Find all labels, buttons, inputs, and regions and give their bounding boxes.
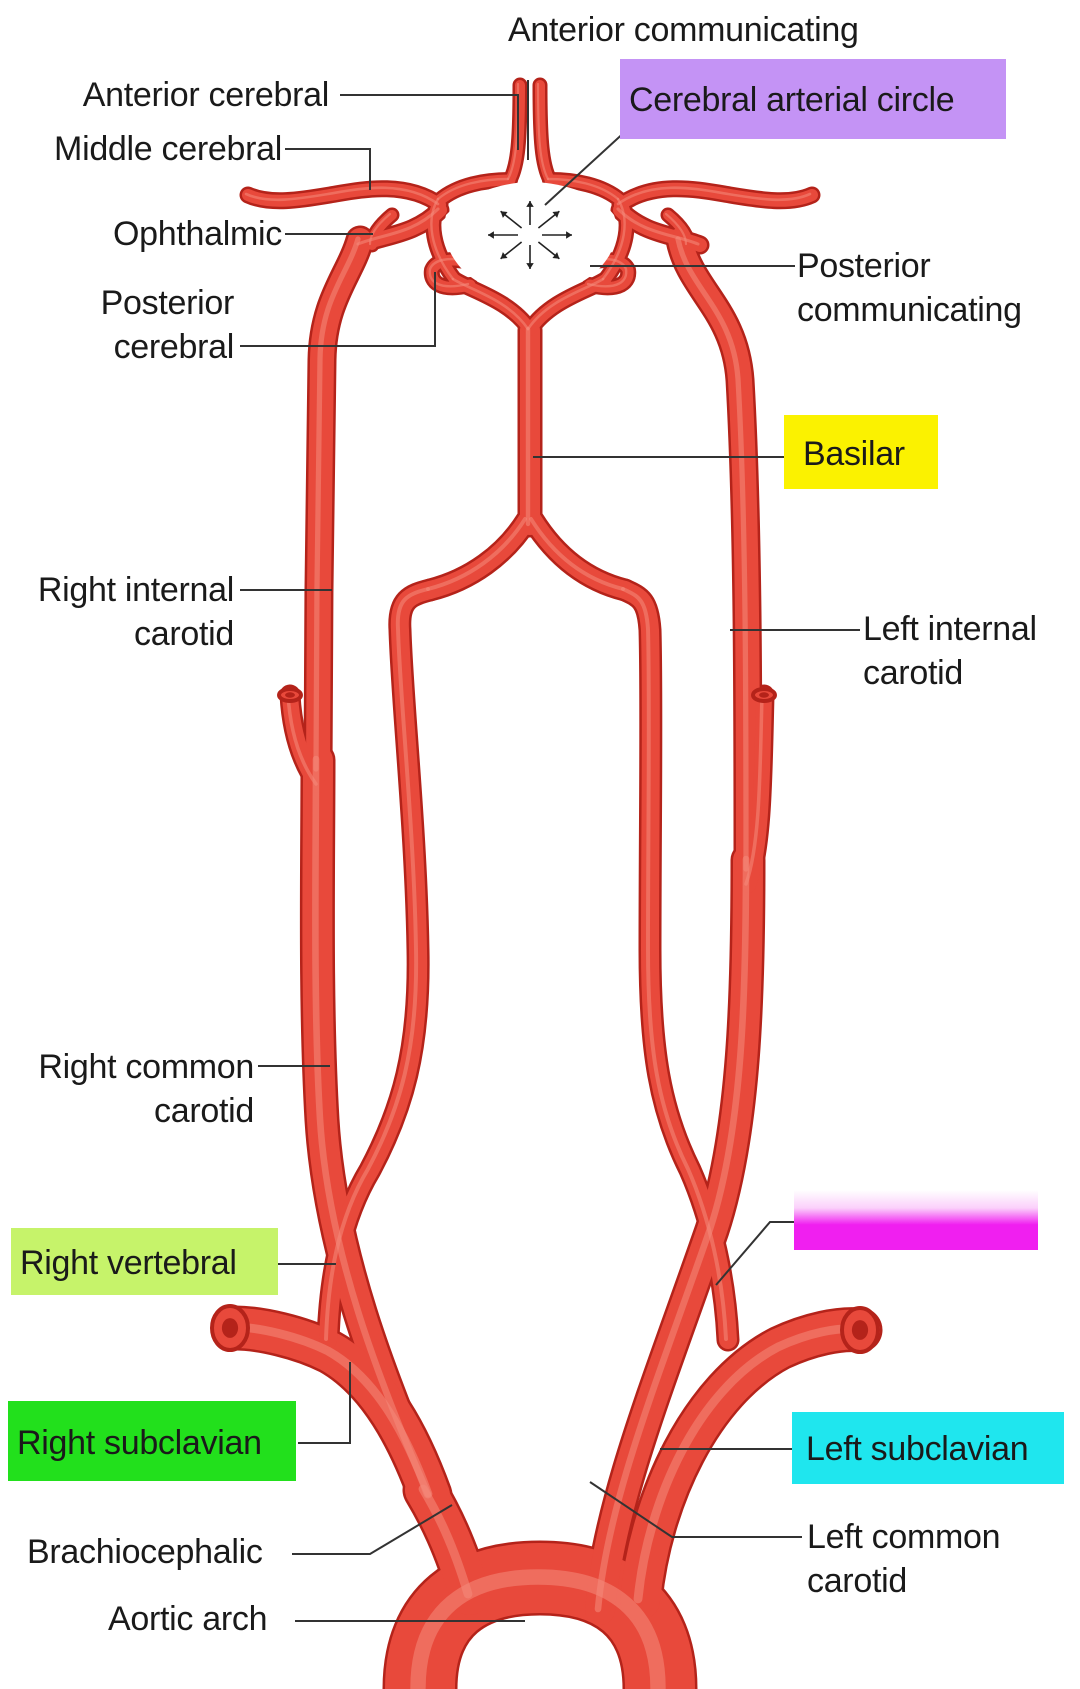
label-left-common-carotid: Left common carotid <box>807 1518 1001 1600</box>
label-brachiocephalic: Brachiocephalic <box>27 1533 263 1571</box>
left-vertebral-vessel-highlight <box>621 587 728 1341</box>
label-ophthalmic: Ophthalmic <box>113 215 282 253</box>
middle-cerebral-right-highlight <box>244 186 440 206</box>
label-right-common-carotid: Right common carotid <box>38 1048 254 1130</box>
flow-arrow-head-7 <box>500 252 508 259</box>
vertebral-join-right-highlight <box>426 517 527 591</box>
leader-brachiocephalic <box>292 1504 453 1555</box>
circle-lateral-right-highlight <box>430 197 455 281</box>
left-external-carotid-vessel-highlight <box>744 692 764 886</box>
left-external-carotid-vessel <box>740 687 772 893</box>
circle-posterior-left-highlight <box>526 277 605 331</box>
label-cerebral-arterial-circle: Cerebral arterial circle <box>629 81 955 119</box>
flow-arrow-head-1 <box>526 263 534 269</box>
label-posterior-cerebral: Posterior cerebral <box>100 284 235 366</box>
highlight-right-subclavian <box>8 1401 296 1481</box>
leader-blank-magenta <box>715 1221 795 1286</box>
cut-end-right-subclavian-lumen <box>221 1318 239 1338</box>
flow-arrow-head-4 <box>552 211 560 218</box>
right-internal-carotid-vessel-highlight <box>313 236 361 772</box>
highlight-left-subclavian <box>792 1412 1064 1484</box>
label-right-vertebral: Right vertebral <box>20 1244 237 1282</box>
label-right-subclavian: Right subclavian <box>17 1424 262 1462</box>
flow-arrow-head-3 <box>488 231 494 239</box>
highlight-basilar <box>784 415 938 489</box>
right-vertebral-vessel-highlight <box>324 587 430 1341</box>
right-external-carotid-vessel-highlight <box>286 692 318 786</box>
circle-lateral-left-highlight <box>601 197 626 281</box>
label-aortic-arch: Aortic arch <box>108 1600 268 1638</box>
aortic-arch-vessel-highlight <box>410 1569 666 1689</box>
circle-anterior-right-highlight <box>436 177 510 201</box>
label-anterior-cerebral: Anterior cerebral <box>82 76 330 114</box>
highlight-right-vertebral <box>11 1228 278 1295</box>
cut-end-left-external-carotid-lumen <box>759 692 769 698</box>
icar-to-circle-left-highlight <box>616 207 700 246</box>
highlight-cerebral-arterial-circle <box>620 59 1006 139</box>
left-subclavian-vessel-highlight <box>633 1324 863 1604</box>
middle-cerebral-left-highlight <box>616 186 812 206</box>
circle-posterior-right-highlight <box>451 277 530 331</box>
highlight-blank-magenta <box>794 1190 1038 1250</box>
leader-middle-cerebral <box>285 148 371 190</box>
leader-posterior-cerebral <box>240 272 436 347</box>
leader-anterior-cerebral <box>340 94 519 150</box>
circle-anterior-left-highlight <box>546 177 620 201</box>
label-left-internal-carotid: Left internal carotid <box>863 610 1037 692</box>
label-anterior-communicating: Anterior communicating <box>508 11 859 49</box>
circle-interior <box>444 182 617 300</box>
right-subclavian-vessel-highlight <box>228 1322 433 1499</box>
cut-end-right-external-carotid-lumen <box>285 692 295 698</box>
vertebral-join-left-highlight <box>529 517 625 591</box>
flow-arrow-head-0 <box>526 201 534 207</box>
cut-end-left-subclavian-lumen <box>851 1320 869 1340</box>
anterior-cerebral-left-highlight <box>536 82 550 181</box>
posterior-cerebral-right-highlight <box>428 257 470 288</box>
label-basilar: Basilar <box>803 435 905 473</box>
anterior-cerebral-left <box>535 80 555 185</box>
left-internal-carotid-vessel-highlight <box>675 236 749 872</box>
flow-arrow-head-6 <box>552 252 560 259</box>
leader-left-common-carotid <box>589 1481 802 1538</box>
icar-to-circle-right-highlight <box>356 207 440 246</box>
label-left-subclavian: Left subclavian <box>806 1430 1029 1468</box>
flow-arrow-head-5 <box>500 211 508 218</box>
right-common-carotid-vessel-highlight <box>312 755 432 1498</box>
label-posterior-communicating: Posterior communicating <box>797 247 1022 329</box>
label-right-internal-carotid: Right internal carotid <box>37 571 234 653</box>
label-middle-cerebral: Middle cerebral <box>54 130 282 168</box>
flow-arrow-head-2 <box>566 231 572 239</box>
leader-right-subclavian <box>298 1362 351 1444</box>
